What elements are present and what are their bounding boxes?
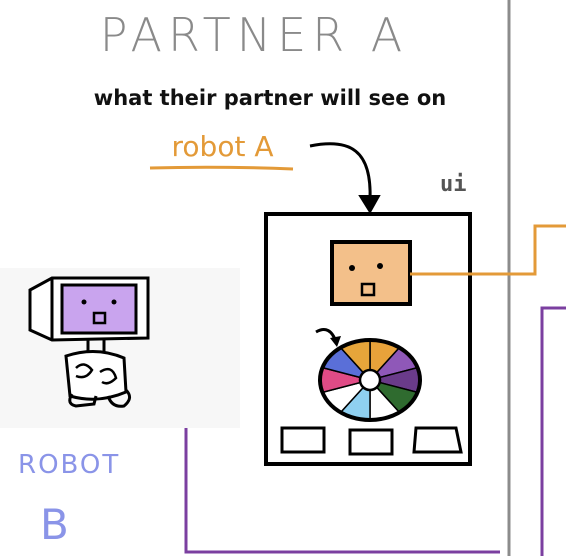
ui-face-mouth [360,282,376,297]
ui-face-left-eye [349,265,355,271]
wheel-outline [318,338,422,422]
robot-b-label-word: ROBOT [18,450,121,480]
robot-b-drawing [0,268,240,428]
ui-label: ui [440,172,467,197]
wheel-spin-arrow-head [330,336,341,347]
ui-face-right-eye [377,263,383,269]
arrow-to-ui [309,142,372,201]
ui-face-square [330,240,412,306]
diagram-subtitle: what their partner will see on [93,86,447,110]
robot-a-underline [149,165,294,171]
ui-button-1 [280,426,326,454]
ui-color-wheel [318,338,422,422]
purple-connector-right [540,306,566,556]
arrow-to-ui-head [358,195,381,214]
diagram-title: PARTNER A [99,8,409,62]
wheel-hub [358,368,382,392]
robot-b-label-letter: B [40,500,69,549]
ui-button-3 [412,426,463,454]
orange-connector [410,224,566,276]
robot-a-label: robot A [171,130,274,163]
ui-button-2 [348,428,394,456]
